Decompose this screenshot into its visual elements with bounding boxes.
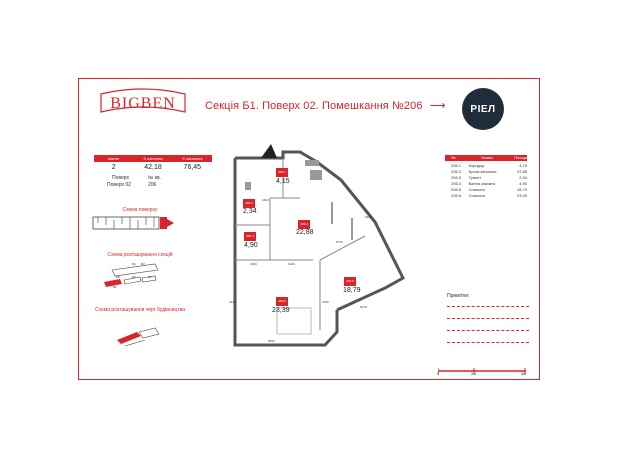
floor-scheme-caption: Схема поверху xyxy=(122,207,158,213)
unit-value: 206 xyxy=(148,182,157,188)
room-area: 4,90 xyxy=(519,181,527,186)
stages-scheme-caption: Схема розташування черг будівництва xyxy=(94,307,185,313)
room-num: 206.6 xyxy=(451,193,462,198)
plan-dim-4: 5560 xyxy=(268,339,275,343)
info-living-value: 42,18 xyxy=(144,164,162,171)
rooms-header-name: Назва xyxy=(481,155,493,160)
room-num: 206.5 xyxy=(451,187,462,192)
plan-area-206-2: 22,88 xyxy=(296,229,314,236)
floor-plan xyxy=(233,144,405,347)
compass-arrow-icon: ⟶ xyxy=(429,100,446,112)
note-line xyxy=(447,342,529,343)
plan-dim-6: 4750 xyxy=(322,300,329,304)
plan-tag-206-1: 206.1 xyxy=(276,168,288,177)
notes-label: Примітки: xyxy=(447,293,470,299)
rooms-table-header: № Назва Площа xyxy=(445,155,527,161)
plan-dim-7: 3320 xyxy=(365,215,372,219)
info-total-value: 76,45 xyxy=(183,164,202,171)
unit-label: № кв. xyxy=(148,175,161,181)
plan-dim-8: 1960 xyxy=(250,262,257,266)
plan-dim-9: 6270 xyxy=(360,305,367,309)
rooms-table-row: 206.3 Туалет 2,34 xyxy=(445,175,527,180)
plan-area-206-6: 23,39 xyxy=(272,307,290,314)
logo-text: BIGBEN xyxy=(110,95,176,112)
room-name: Коридор xyxy=(468,163,485,168)
entrance-marker-icon xyxy=(261,144,277,158)
info-header: кімнат S житлова S загальна xyxy=(94,155,212,162)
room-num: 206.1 xyxy=(451,163,462,168)
page-title: Секція Б1. Поверх 02. Помешкання №206 ⟶ xyxy=(205,99,446,112)
plan-area-206-3: 2,34 xyxy=(243,208,257,215)
info-header-total-area: S загальна xyxy=(182,156,203,161)
scale-label-5m: 5м xyxy=(521,371,526,376)
riel-logo-text: РІЕЛ xyxy=(470,103,496,115)
section-label-b2: Б2 xyxy=(132,275,136,279)
rooms-header-area: Площа xyxy=(514,155,527,160)
note-line xyxy=(447,318,529,319)
stages-scheme-map xyxy=(117,327,160,347)
room-num: 206.2 xyxy=(451,169,462,174)
section-label-b5: Б5 xyxy=(116,275,120,279)
room-num: 206.4 xyxy=(451,181,462,186)
bigben-logo: BIGBEN xyxy=(97,86,189,120)
floor-value: Поверх 02 xyxy=(107,182,131,188)
note-line xyxy=(447,330,529,331)
room-area: 23,39 xyxy=(516,193,527,198)
room-area: 2,34 xyxy=(519,175,527,180)
plan-dim-2: 3120 xyxy=(288,262,295,266)
room-name: Туалет xyxy=(468,175,482,180)
plan-dim-3: 6770 xyxy=(336,240,343,244)
section-label-b1-alt: Б1 xyxy=(113,285,117,289)
info-values: 2 42,18 76,45 xyxy=(94,164,212,171)
room-name: Спальня xyxy=(468,187,485,192)
info-header-living-area: S житлова xyxy=(143,156,163,161)
section-label-b3: Б3 xyxy=(141,262,145,266)
room-name: Кухня-вітальня xyxy=(468,169,497,174)
room-num: 206.3 xyxy=(451,175,462,180)
plan-tag-206-6: 206.6 xyxy=(276,297,288,306)
rooms-header-num: № xyxy=(451,155,456,160)
plan-area-206-5: 18,79 xyxy=(343,287,361,294)
plan-tag-206-2: 206.2 xyxy=(298,220,310,229)
room-area: 22,88 xyxy=(516,169,527,174)
room-area: 18,79 xyxy=(516,187,527,192)
riel-logo: РІЕЛ xyxy=(462,88,504,130)
room-name: Спальня xyxy=(468,193,485,198)
scale-bar-graphic xyxy=(437,368,526,374)
section-label-b1: Б1 xyxy=(148,275,152,279)
plan-tag-206-4: 206.4 xyxy=(244,232,256,241)
note-line xyxy=(447,306,529,307)
plan-area-206-1: 4,15 xyxy=(276,178,290,185)
rooms-table-row: 206.5 Спальня 18,79 xyxy=(445,187,527,192)
plan-area-206-4: 4,90 xyxy=(244,242,258,249)
rooms-table-row: 206.6 Спальня 23,39 xyxy=(445,193,527,198)
floor-label: Поверх xyxy=(112,175,129,181)
bigben-logo-graphic xyxy=(100,88,186,113)
scale-bar: 0 2м 5м xyxy=(437,363,526,381)
sections-scheme-map xyxy=(104,263,159,287)
sections-scheme-caption: Схема розташування секцій xyxy=(107,252,173,258)
info-rooms-value: 2 xyxy=(111,164,116,171)
rooms-table-row: 206.2 Кухня-вітальня 22,88 xyxy=(445,169,527,174)
plan-dim-5: 4210 xyxy=(229,300,236,304)
floor-scheme-map xyxy=(92,216,174,230)
room-name: Ванна кімната xyxy=(468,181,495,186)
rooms-table-row: 206.1 Коридор 4,15 xyxy=(445,163,527,168)
scale-label-0: 0 xyxy=(437,371,440,376)
plan-tag-206-5: 206.5 xyxy=(344,277,356,286)
section-label-b4: Б4 xyxy=(132,262,136,266)
plan-dim-1: 1600 xyxy=(262,198,269,202)
room-area: 4,15 xyxy=(519,163,527,168)
plan-tag-206-3: 206.3 xyxy=(243,199,255,208)
scale-label-2m: 2м xyxy=(471,371,476,376)
info-header-rooms: кімнат xyxy=(107,156,120,161)
rooms-table-row: 206.4 Ванна кімната 4,90 xyxy=(445,181,527,186)
page-title-text: Секція Б1. Поверх 02. Помешкання №206 xyxy=(205,100,423,112)
